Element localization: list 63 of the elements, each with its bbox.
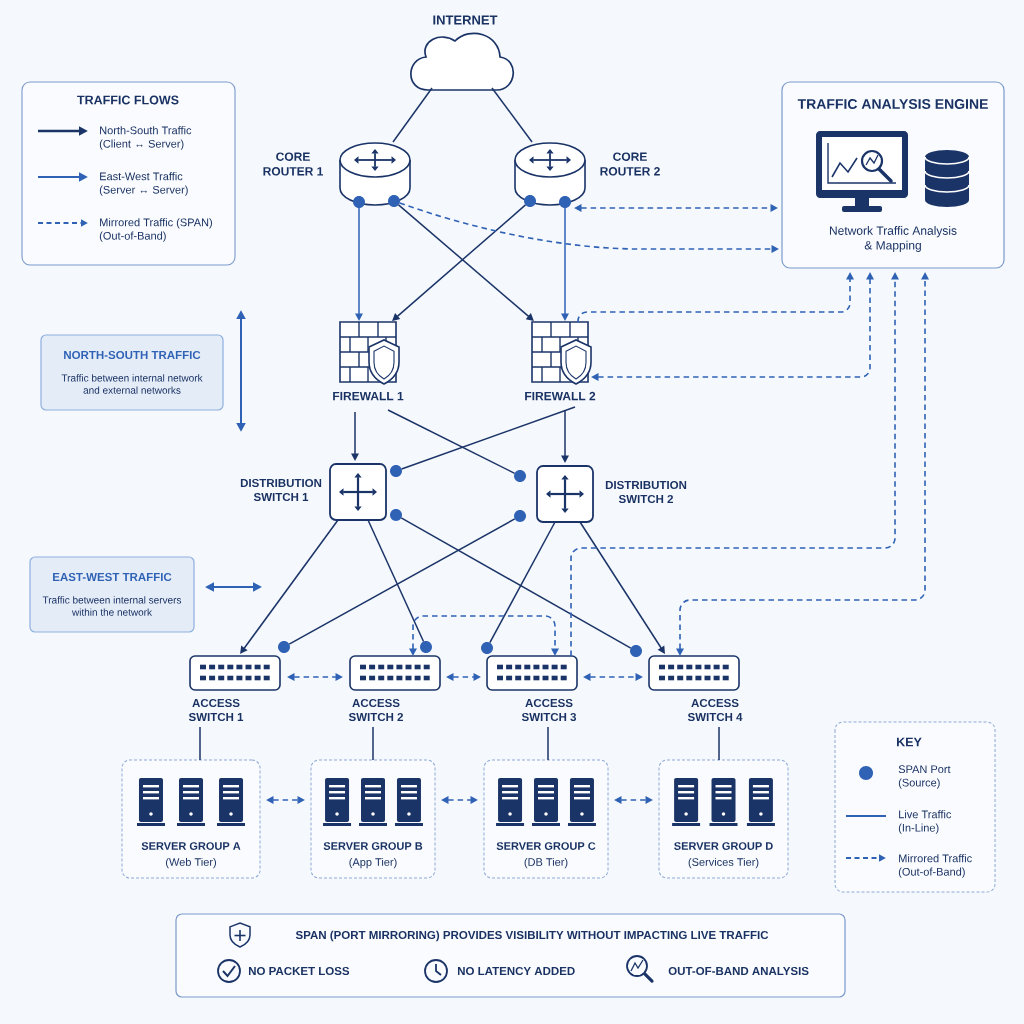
connector-line [288, 518, 516, 645]
connector-line [718, 726, 720, 761]
legend-text: North-South Traffic (Client ↔ Server) [99, 126, 192, 150]
panel-text: Traffic between internal network and external networks [61, 374, 203, 394]
server-group-box [310, 759, 436, 879]
group-title: SERVER GROUP C [496, 842, 596, 850]
arrow [355, 207, 363, 321]
connector-line [367, 519, 425, 643]
panel-heading: EAST-WEST TRAFFIC [53, 572, 172, 582]
device-label: ACCESS SWITCH 2 [348, 698, 403, 722]
legend-text: Live Traffic (In-Line) [898, 810, 952, 834]
legend-text: Mirrored Traffic (Out-of-Band) [898, 854, 972, 878]
device-label: FIREWALL 2 [525, 391, 596, 401]
info-panel [40, 334, 224, 411]
connector-line [489, 521, 556, 644]
device-label: ACCESS SWITCH 4 [687, 698, 743, 722]
arrow [561, 409, 569, 463]
legend-text: Mirrored Traffic (SPAN) (Out-of-Band) [99, 218, 212, 242]
connector-line [400, 406, 576, 470]
connector-line [491, 87, 533, 143]
arrow [351, 411, 359, 461]
group-subtitle: (DB Tier) [524, 857, 568, 869]
arrow [561, 207, 569, 321]
panel-heading: TRAFFIC ANALYSIS ENGINE [797, 99, 988, 109]
legend-title: KEY [897, 737, 922, 747]
feature-text: NO PACKET LOSS [248, 966, 350, 976]
device-label: FIREWALL 1 [333, 391, 404, 401]
device-label: ACCESS SWITCH 1 [188, 698, 244, 722]
device-label: DISTRIBUTION SWITCH 2 [605, 480, 687, 504]
device-label: DISTRIBUTION SWITCH 1 [240, 478, 322, 502]
server-group-box [483, 759, 609, 879]
group-title: SERVER GROUP A [141, 842, 241, 850]
feature-text: NO LATENCY ADDED [458, 966, 575, 976]
group-title: SERVER GROUP D [674, 842, 773, 850]
device-label: INTERNET [433, 15, 498, 25]
connector-line [372, 726, 374, 761]
device-label: CORE ROUTER 1 [263, 152, 323, 176]
info-panel [29, 556, 195, 633]
device-label: CORE ROUTER 2 [600, 152, 660, 176]
legend-title: TRAFFIC FLOWS [77, 95, 179, 105]
panel-text: Traffic between internal servers within the network [42, 596, 182, 616]
arrow [579, 521, 665, 654]
group-subtitle: (Web Tier) [166, 857, 216, 869]
group-subtitle: (Services Tier) [688, 857, 759, 869]
legend-text: SPAN Port (Source) [898, 765, 951, 789]
feature-text: OUT-OF-BAND ANALYSIS [668, 966, 809, 976]
group-subtitle: (App Tier) [349, 857, 397, 869]
note-banner [175, 913, 846, 998]
engine-panel [781, 81, 1005, 269]
server-group-box [121, 759, 261, 879]
panel-text: Network Traffic Analysis & Mapping [830, 226, 957, 252]
connector-line [400, 517, 632, 649]
device-label: ACCESS SWITCH 3 [521, 698, 577, 722]
connector-line [547, 726, 549, 761]
group-title: SERVER GROUP B [323, 842, 423, 850]
connector-line [387, 409, 516, 475]
panel-heading: NORTH-SOUTH TRAFFIC [64, 350, 201, 360]
connector-line [199, 726, 201, 761]
connector-line [392, 87, 433, 143]
legend-text: East-West Traffic (Server ↔ Server) [99, 172, 188, 196]
arrow [240, 519, 339, 654]
server-group-box [658, 759, 789, 879]
banner-heading: SPAN (PORT MIRRORING) PROVIDES VISIBILITY WITHOUT IMPACTING LIVE TRAFFIC [295, 930, 769, 942]
